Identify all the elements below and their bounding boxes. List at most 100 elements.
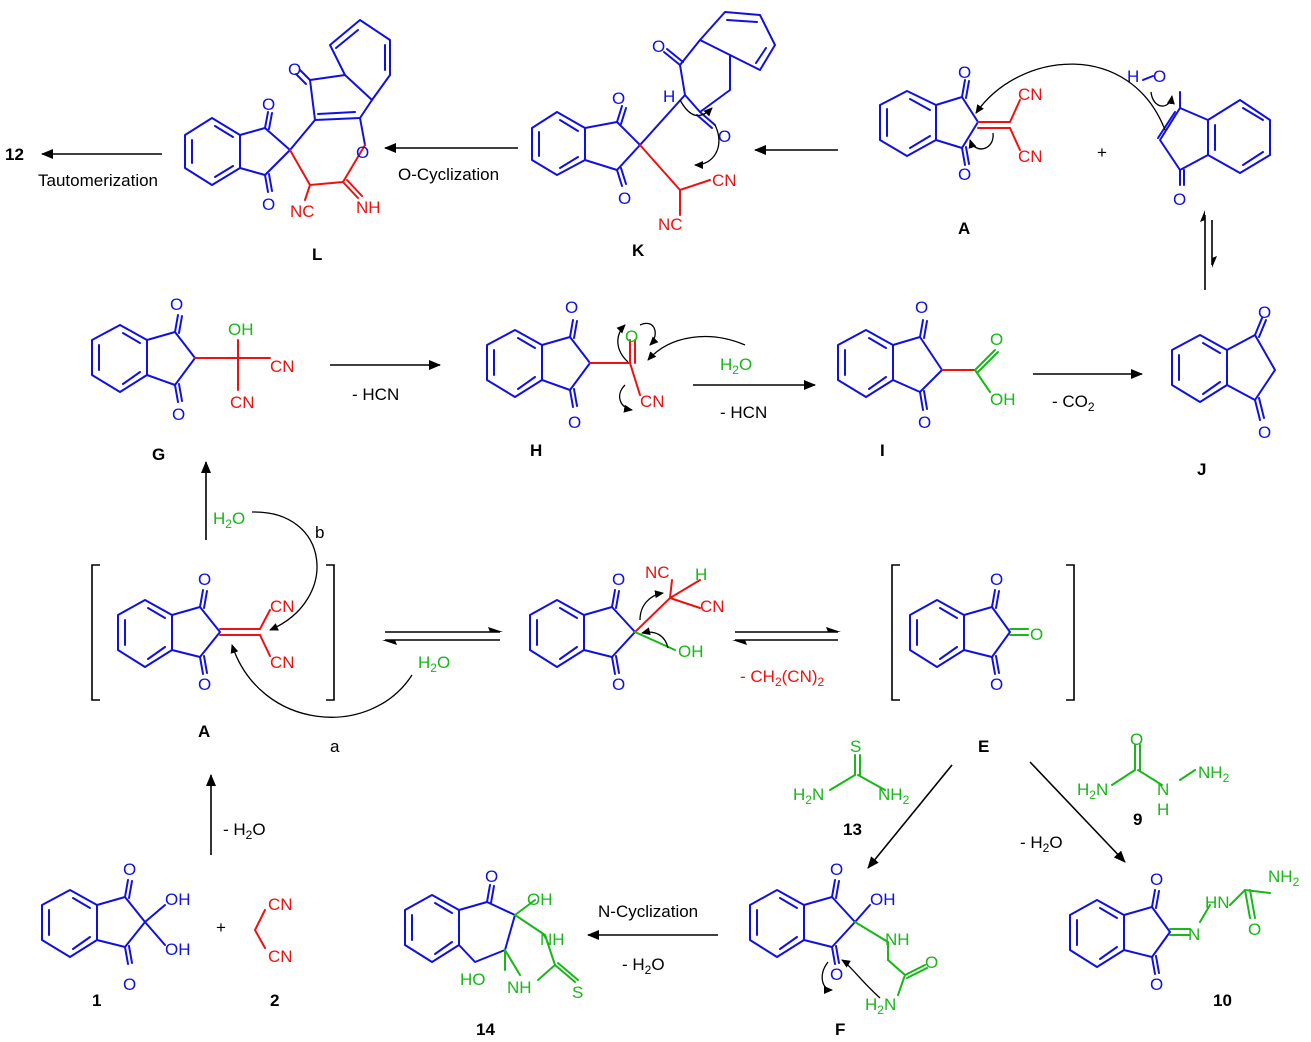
svg-text:O: O xyxy=(123,860,136,879)
label-L: L xyxy=(312,245,322,264)
svg-text:H2N: H2N xyxy=(1077,780,1108,802)
svg-text:O: O xyxy=(1173,190,1186,209)
svg-text:O: O xyxy=(1258,303,1271,322)
svg-text:O: O xyxy=(925,953,938,972)
svg-text:O: O xyxy=(915,298,928,317)
svg-text:H: H xyxy=(1127,67,1139,86)
svg-text:S: S xyxy=(572,983,583,1002)
svg-text:O: O xyxy=(990,570,1003,589)
svg-text:O: O xyxy=(958,165,971,184)
svg-text:O: O xyxy=(262,195,275,214)
svg-text:O: O xyxy=(618,189,631,208)
svg-text:N: N xyxy=(1188,925,1200,944)
svg-text:O: O xyxy=(288,60,301,79)
compound-1-ninhydrin: O O OH OH 1 xyxy=(41,860,191,1010)
svg-text:O: O xyxy=(830,965,843,984)
svg-text:CN: CN xyxy=(1018,147,1043,166)
compound-hydroxy-adduct: O O NC H CN OH xyxy=(529,563,725,694)
svg-text:O: O xyxy=(1030,625,1043,644)
cond-path-b: b xyxy=(315,523,324,542)
compound-13-thiourea: S H2N NH2 13 xyxy=(793,737,910,839)
svg-text:O: O xyxy=(612,570,625,589)
label-G: G xyxy=(152,445,165,464)
svg-text:HO: HO xyxy=(460,970,486,989)
label-9: 9 xyxy=(1133,810,1142,829)
label-F: F xyxy=(835,1020,845,1039)
svg-text:OH: OH xyxy=(990,390,1016,409)
svg-text:O: O xyxy=(198,570,211,589)
cond-path-a: a xyxy=(330,737,340,756)
svg-text:NH: NH xyxy=(356,198,381,217)
label-J: J xyxy=(1197,460,1206,479)
compound-I: O O O OH I xyxy=(837,298,1016,460)
svg-text:H: H xyxy=(1157,800,1169,819)
svg-text:O: O xyxy=(612,675,625,694)
label-H: H xyxy=(530,441,542,460)
svg-text:O: O xyxy=(1150,975,1163,994)
label-14: 14 xyxy=(476,1020,495,1039)
svg-text:OH: OH xyxy=(870,890,896,909)
label-10: 10 xyxy=(1213,991,1232,1010)
svg-text:NH2: NH2 xyxy=(1198,763,1230,785)
svg-text:CN: CN xyxy=(268,947,293,966)
svg-text:O: O xyxy=(565,298,578,317)
svg-text:CN: CN xyxy=(712,171,737,190)
cond-tautomerization: Tautomerization xyxy=(38,171,158,190)
svg-text:H2N: H2N xyxy=(793,785,824,807)
label-A-middle: A xyxy=(198,722,210,741)
label-A-top: A xyxy=(958,219,970,238)
svg-text:CN: CN xyxy=(230,393,255,412)
cond-minus-h2o-3: - H2O xyxy=(1020,833,1063,855)
svg-text:OH: OH xyxy=(527,890,553,909)
svg-text:NH: NH xyxy=(507,978,532,997)
svg-text:O: O xyxy=(1153,67,1166,86)
compound-E: O O O E xyxy=(909,570,1043,756)
svg-text:O: O xyxy=(262,95,275,114)
svg-text:CN: CN xyxy=(270,597,295,616)
bracket-left-E xyxy=(891,564,900,701)
compound-A-top: O O CN CN A xyxy=(879,63,1043,238)
cond-n-cyclization: N-Cyclization xyxy=(598,902,698,921)
compound-2-malononitrile: CN CN 2 xyxy=(253,895,293,1010)
compound-L: O O O O NC NH L xyxy=(184,19,391,264)
svg-text:OH: OH xyxy=(165,940,191,959)
svg-text:CN: CN xyxy=(1018,85,1043,104)
arrow-E-to-10 xyxy=(1029,761,1126,863)
cond-minus-ch2cn2: - CH2(CN)2 xyxy=(740,667,825,689)
bracket-right-E xyxy=(1066,564,1075,701)
compound-enol-top: H O O xyxy=(1127,67,1271,209)
svg-text:O: O xyxy=(170,295,183,314)
svg-text:O: O xyxy=(172,405,185,424)
svg-text:O: O xyxy=(568,413,581,432)
svg-text:O: O xyxy=(612,89,625,108)
svg-text:O: O xyxy=(918,413,931,432)
plus-sign-bottom: + xyxy=(216,918,226,937)
label-2: 2 xyxy=(270,991,279,1010)
svg-text:CN: CN xyxy=(640,392,665,411)
svg-text:OH: OH xyxy=(228,320,254,339)
label-I: I xyxy=(880,441,885,460)
compound-14: O OH NH HO NH S 14 xyxy=(404,867,583,1039)
bracket-right-A xyxy=(326,564,335,701)
svg-text:O: O xyxy=(1258,423,1271,442)
svg-text:O: O xyxy=(123,975,136,994)
compound-J: O O J xyxy=(1171,303,1276,479)
cond-minus-h2o-1: - H2O xyxy=(223,820,266,842)
curly-arrow-a xyxy=(230,644,413,718)
curly-arrow-b xyxy=(251,511,318,631)
svg-text:NH2: NH2 xyxy=(1268,867,1300,889)
svg-text:O: O xyxy=(958,63,971,82)
svg-text:HN: HN xyxy=(1205,893,1230,912)
svg-text:O: O xyxy=(652,37,665,56)
svg-text:O: O xyxy=(198,675,211,694)
label-E: E xyxy=(978,737,989,756)
svg-text:NH: NH xyxy=(540,930,565,949)
svg-text:NH: NH xyxy=(885,930,910,949)
svg-text:O: O xyxy=(1130,730,1143,749)
svg-text:CN: CN xyxy=(270,357,295,376)
svg-text:CN: CN xyxy=(270,653,295,672)
svg-text:NC: NC xyxy=(290,202,315,221)
svg-text:O: O xyxy=(356,143,369,162)
